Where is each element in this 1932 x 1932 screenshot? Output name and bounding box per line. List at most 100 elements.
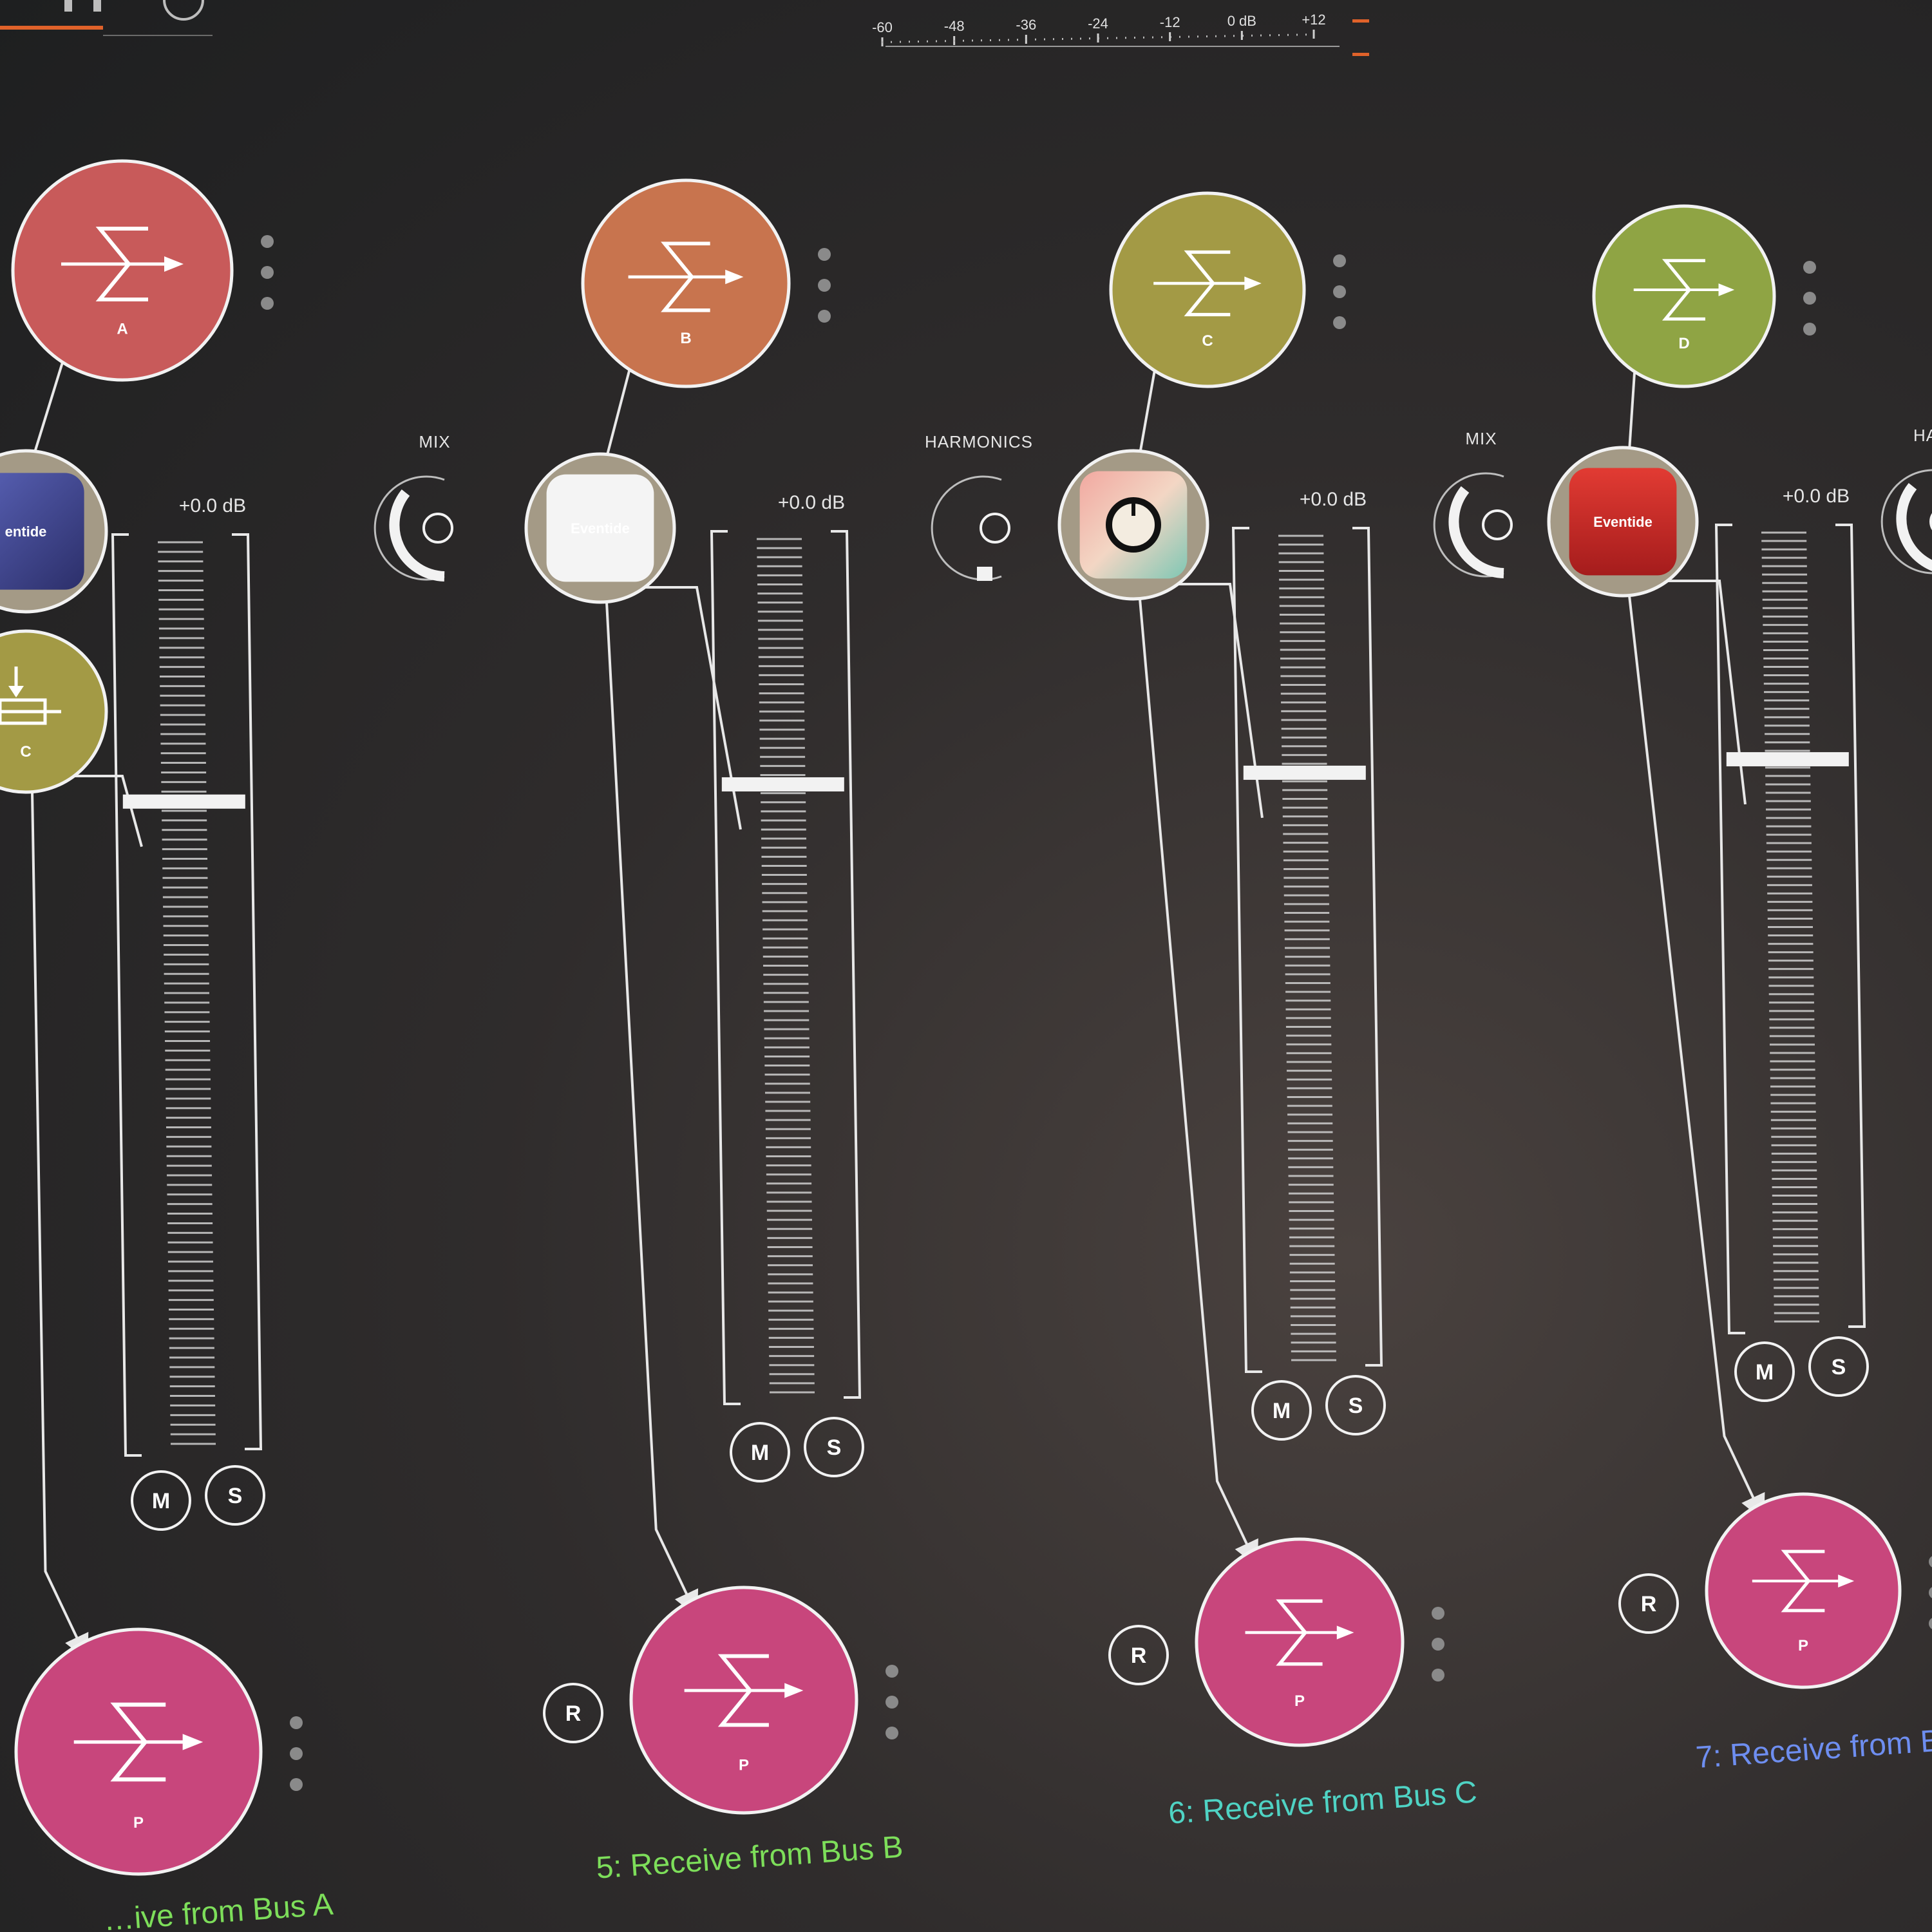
knob-label: HARMONICS — [925, 432, 1033, 451]
solo-button-ring[interactable] — [205, 1465, 265, 1526]
toolbar-button[interactable] — [163, 0, 204, 21]
wire-to-output-bus — [605, 601, 699, 1617]
plugin-slot-1[interactable]: entide — [0, 449, 108, 614]
sigma-sum-icon — [628, 242, 744, 312]
option-dot — [1803, 261, 1816, 274]
knob-center[interactable] — [980, 513, 1010, 544]
channel-fader[interactable]: +0.0 dB — [111, 495, 263, 1457]
record-button[interactable]: R — [543, 1683, 603, 1743]
fader-db-readout: +0.0 dB — [179, 495, 246, 516]
wire-bus-to-plugin — [1628, 372, 1636, 451]
output-bus-circle[interactable] — [1705, 1492, 1902, 1689]
channel-strip-c: C +0.0 dB M S MIX RP 6: Receive from Bus C — [1057, 191, 1513, 1831]
fader-cap[interactable] — [721, 777, 844, 791]
fader-cap[interactable] — [1726, 752, 1849, 766]
mute-button-ring[interactable] — [1734, 1341, 1795, 1402]
parameter-knob[interactable]: HA — [1880, 426, 1932, 574]
knob-center[interactable] — [1929, 507, 1932, 536]
meter-scale-label: -60 — [872, 19, 893, 35]
input-bus-c[interactable]: C — [1109, 191, 1306, 388]
plugin-slot-1[interactable]: Eventide — [1547, 446, 1699, 598]
solo-button[interactable]: S — [1325, 1375, 1386, 1435]
option-dot — [290, 1716, 303, 1729]
output-bus-p[interactable]: P — [629, 1586, 858, 1815]
output-bus-p[interactable]: P — [1705, 1492, 1902, 1689]
record-button[interactable]: R — [1108, 1625, 1169, 1685]
mute-button[interactable]: M — [1734, 1341, 1795, 1402]
parameter-knob[interactable]: MIX — [1433, 429, 1513, 578]
option-dot — [1432, 1638, 1444, 1651]
channel-fader[interactable]: +0.0 dB — [1231, 489, 1383, 1373]
fader-cap[interactable] — [1243, 765, 1366, 780]
arrow-head — [784, 1683, 804, 1698]
more-options-icon[interactable] — [1333, 254, 1346, 329]
record-button-ring[interactable] — [543, 1683, 603, 1743]
meter-scale-label: -12 — [1160, 14, 1180, 30]
solo-button-label: S — [228, 1484, 243, 1508]
more-options-icon[interactable] — [1432, 1607, 1444, 1681]
track-name: 6: Receive from Bus C — [1168, 1775, 1479, 1830]
solo-button[interactable]: S — [205, 1465, 265, 1526]
knob-value-arc — [1896, 483, 1932, 571]
record-button-ring[interactable] — [1618, 1573, 1679, 1634]
mute-button[interactable]: M — [1251, 1380, 1312, 1441]
fader-bracket-right — [232, 533, 263, 1450]
plugin-slot-1[interactable]: Eventide — [524, 452, 676, 604]
solo-button-label: S — [1349, 1394, 1363, 1418]
plugin-slot-2[interactable]: C — [0, 629, 108, 794]
output-bus-letter: P — [133, 1814, 144, 1832]
more-options-icon[interactable] — [1803, 261, 1816, 336]
top-toolbar — [0, 0, 213, 36]
meter-scale-label: -48 — [944, 18, 965, 34]
sigma-sum-icon — [1245, 1599, 1354, 1666]
mute-button-ring[interactable] — [730, 1422, 790, 1482]
track-name: 5: Receive from Bus B — [595, 1830, 904, 1885]
input-bus-letter: B — [680, 330, 691, 347]
wire-to-output-bus — [1139, 598, 1258, 1567]
mute-button-label: M — [751, 1441, 769, 1465]
fader-db-readout: +0.0 dB — [1300, 489, 1367, 510]
knob-center[interactable] — [1482, 509, 1513, 540]
mute-button-label: M — [1273, 1399, 1291, 1423]
output-bus-p[interactable]: P — [14, 1627, 263, 1876]
record-button-ring[interactable] — [1108, 1625, 1169, 1685]
mute-button[interactable]: M — [730, 1422, 790, 1482]
output-bus-p[interactable]: P — [1195, 1537, 1405, 1747]
option-dot — [1803, 292, 1816, 305]
record-button[interactable]: R — [1618, 1573, 1679, 1634]
fader-bracket-left — [111, 533, 142, 1457]
solo-button[interactable]: S — [1808, 1336, 1869, 1397]
mute-button-ring[interactable] — [131, 1470, 191, 1531]
channel-fader[interactable]: +0.0 dB — [1714, 486, 1866, 1334]
fader-scale-ticks — [158, 541, 216, 1445]
solo-button-ring[interactable] — [1808, 1336, 1869, 1397]
arrow-head — [1718, 283, 1735, 296]
solo-button-ring[interactable] — [1325, 1375, 1386, 1435]
fader-icon-box — [0, 698, 47, 725]
solo-button-ring[interactable] — [804, 1417, 864, 1477]
solo-button[interactable]: S — [804, 1417, 864, 1477]
plugin-slot-1[interactable] — [1057, 449, 1209, 601]
knob-center[interactable] — [422, 513, 453, 544]
mute-button-ring[interactable] — [1251, 1380, 1312, 1441]
parameter-knob[interactable]: HARMONICS — [925, 432, 1033, 581]
more-options-icon[interactable] — [261, 235, 274, 310]
input-bus-d[interactable]: D — [1592, 204, 1776, 388]
input-bus-a[interactable]: A — [11, 159, 234, 382]
more-options-icon[interactable] — [1929, 1555, 1932, 1630]
input-bus-b[interactable]: B — [581, 178, 791, 388]
more-options-icon[interactable] — [818, 248, 831, 323]
knob-value-arc — [389, 489, 445, 582]
fader-bracket-left — [1714, 524, 1745, 1334]
option-dot — [1803, 323, 1816, 336]
more-options-icon[interactable] — [290, 1716, 303, 1791]
fader-cap[interactable] — [122, 794, 245, 809]
mute-button[interactable]: M — [131, 1470, 191, 1531]
more-options-icon[interactable] — [886, 1665, 898, 1739]
meter-tick-row — [881, 30, 1315, 46]
parameter-knob[interactable]: MIX — [374, 432, 453, 582]
channel-fader[interactable]: +0.0 dB — [710, 492, 862, 1405]
option-dot — [1333, 285, 1346, 298]
